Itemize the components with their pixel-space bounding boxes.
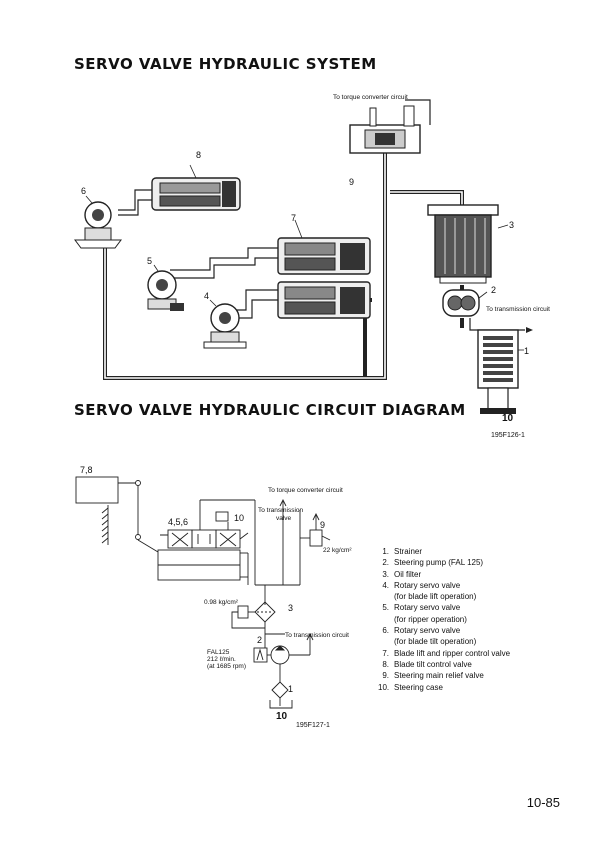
legend-number: 1.	[382, 547, 389, 556]
strainer-1	[477, 329, 524, 389]
oil-filter-3	[427, 204, 509, 284]
rotary-servo-valve-4	[203, 299, 247, 349]
legend-item: 5. Rotary servo valve(for ripper operatio…	[378, 602, 510, 625]
legend-number: 7.	[382, 648, 389, 658]
legend-number: 10.	[378, 682, 390, 692]
legend-number: 2.	[382, 558, 389, 568]
callout-10: 10	[502, 413, 514, 424]
legend-item: 1. Strainer	[378, 546, 510, 557]
legend-subtext: (for blade lift operation)	[394, 592, 477, 602]
legend-item: 7. Blade lift and ripper control valve	[378, 648, 510, 659]
parts-legend: 1. Strainer 2. Steering pump (FAL 125) 3. Oil…	[378, 546, 510, 693]
rotary-servo-valve-5	[147, 264, 184, 311]
legend-text: Oil filter	[394, 569, 422, 579]
legend-item: 2. Steering pump (FAL 125)	[378, 557, 510, 568]
relief-valve-9	[349, 105, 421, 154]
page-number: 10-85	[526, 795, 560, 810]
legend-number: 8.	[382, 659, 389, 669]
legend-text: Steering main relief valve	[394, 671, 484, 681]
callout-7: 7	[291, 213, 296, 223]
legend-text: Rotary servo valve	[394, 626, 461, 636]
legend-text: Steering pump (FAL 125)	[394, 558, 484, 568]
legend-text: Blade lift and ripper control valve	[394, 648, 511, 658]
callout-4: 4	[204, 291, 209, 301]
circuit-title: SERVO VALVE HYDRAULIC CIRCUIT DIAGRAM	[74, 401, 466, 419]
legend-text: Rotary servo valve	[394, 603, 461, 613]
legend-text: Blade tilt control valve	[394, 659, 472, 669]
callout-1: 1	[524, 346, 529, 356]
legend-item: 9. Steering main relief valve	[378, 670, 510, 681]
legend-item: 4. Rotary servo valve (for blade lift oper…	[378, 580, 510, 603]
legend-number: 3.	[382, 569, 389, 579]
rotary-servo-valve-6	[74, 195, 122, 249]
steering-pump-2	[442, 289, 488, 317]
legend-item: 8. Blade tilt control valve	[378, 659, 510, 670]
legend-subtext: (for blade tilt operation)	[394, 637, 477, 647]
figure-code-top: 195F126-1	[491, 432, 525, 439]
legend-subtext: (for ripper operation)	[394, 614, 467, 624]
callout-8: 8	[196, 150, 201, 160]
callout-6: 6	[81, 186, 86, 196]
legend-item: 6. Rotary servo valve(for blade tilt oper…	[378, 625, 510, 648]
legend-number: 4.	[382, 580, 389, 590]
transmission-label: To transmission circuit	[486, 306, 550, 313]
control-valve-8	[151, 164, 241, 211]
steering-case-10	[480, 387, 516, 414]
legend-item: 10. Steering case	[378, 682, 510, 693]
callout-5: 5	[147, 256, 152, 266]
legend-number: 5.	[382, 603, 389, 613]
system-title: SERVO VALVE HYDRAULIC SYSTEM	[74, 55, 377, 73]
torque-label: To torque converter circuit	[333, 94, 408, 101]
legend-item: 3. Oil filter	[378, 569, 510, 580]
legend-number: 9.	[382, 671, 389, 681]
legend-text: Steering case	[394, 682, 443, 692]
figure-code-bottom: 195F127-1	[296, 722, 330, 729]
control-valve-7	[277, 219, 371, 319]
legend-text: Strainer	[394, 547, 423, 556]
callout-3: 3	[509, 220, 514, 230]
legend-number: 6.	[382, 626, 389, 636]
callout-2: 2	[491, 285, 496, 295]
callout-9: 9	[349, 177, 354, 187]
legend-text: Rotary servo valve	[394, 580, 461, 590]
